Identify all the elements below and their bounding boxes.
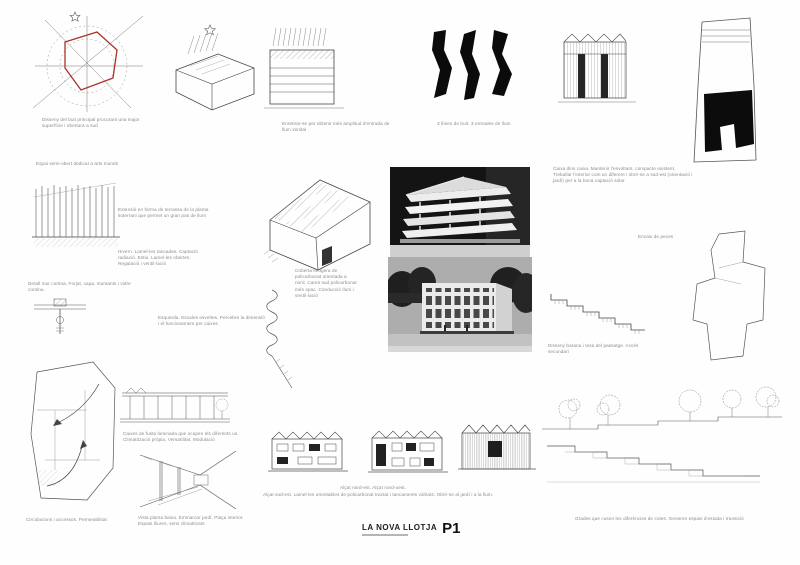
caption-ground-floor: Vista planta baixa. Emmarcar jardí. Plaç… [138, 515, 244, 527]
caption-railing: Disseny barana i tesa del passatge. Accé… [548, 343, 639, 355]
caption-lamelles: Hivern. Lamel·les tancades. Captació rad… [118, 249, 198, 267]
caption-curtain-wall: Detall mur cortina. Forjat, xapa, muntan… [28, 281, 131, 293]
title-block: LA NOVA LLOTJA P1 [362, 520, 461, 537]
caption-polycarbonate-roof: Coberta lleugera de policarbonat orienta… [295, 268, 357, 298]
project-title: LA NOVA LLOTJA [362, 523, 438, 533]
caption-elevations-se: Alçat sud-est. Lamel·les orientables de … [263, 492, 494, 497]
sketch-crack-stairs [248, 286, 296, 394]
sketch-elevation-ne [268, 427, 353, 479]
caption-main-void: Disseny del buit principal procurant una… [42, 117, 140, 129]
sketch-semi-open-space [28, 175, 123, 260]
caption-box-in-box: Caixa dins caixa. Mantenir l'envoltant, … [553, 166, 693, 184]
sketch-terrace-trees [540, 383, 785, 435]
sketch-lamelles-facade [558, 28, 640, 114]
sketch-axon-box [160, 20, 265, 116]
caption-zenithal-light: Enretirar-se per obtenir més amplitud d'… [282, 121, 390, 133]
caption-wood-boxes: Caixes de fusta laminada que ocupen els … [123, 431, 239, 443]
sketch-interior-perspective [138, 449, 238, 511]
caption-circulation: Circulacions i accessos. Permeabilitat [26, 517, 107, 522]
caption-elevations-ne: Alçat nord-est. Alçat nord-oest. [340, 485, 407, 490]
sketch-passage-steps [545, 288, 650, 340]
model-photo-slabs [390, 167, 530, 257]
sketch-curtain-wall-detail [30, 296, 90, 338]
sketch-louver-box [262, 26, 347, 118]
sheet-number: P1 [442, 520, 461, 537]
sketch-circulation-plan [25, 350, 125, 512]
sketch-site-outline [685, 228, 780, 363]
caption-semi-open: Espai semi-obert dedicat a arts murals [36, 161, 119, 166]
caption-pieces: Encaix de peces [638, 234, 674, 239]
sketch-grades-profile [545, 438, 767, 490]
caption-three-voids: 3 línies de buit. 3 entrades de llum [437, 121, 511, 126]
title-subtitle-illegible [362, 533, 408, 536]
sketch-polycarbonate-axon [262, 158, 377, 276]
sketch-three-light-voids [428, 28, 520, 110]
sketch-main-void [25, 8, 150, 113]
caption-crack-stairs: Esquerda. Escales esveltes. Percebre la … [158, 315, 265, 327]
sketch-elevation-nw [368, 424, 453, 479]
caption-grades: Grades que cusen les diferències de cote… [575, 516, 744, 521]
caption-terrace: Extensió en forma de terrassa de la plan… [118, 207, 209, 219]
sketch-tower-void [678, 14, 780, 166]
model-photo-building [388, 257, 532, 352]
sketch-elevation-se [458, 417, 538, 479]
sketch-wood-boxes-section [118, 383, 233, 431]
